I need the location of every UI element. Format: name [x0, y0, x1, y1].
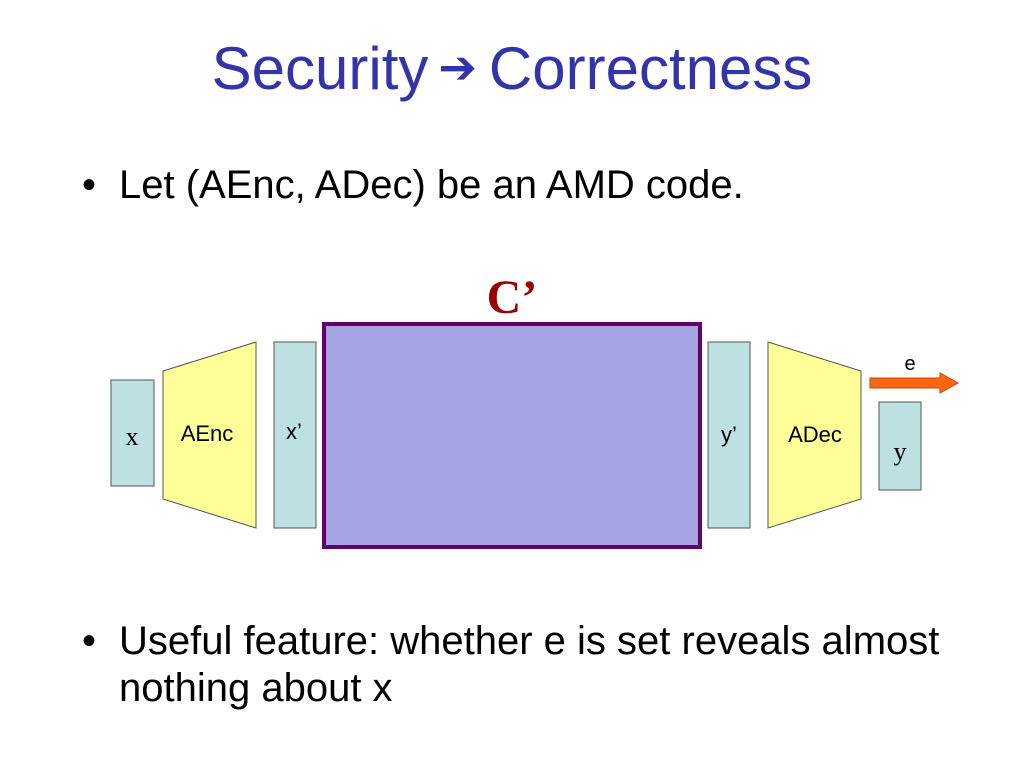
channel-label: C’: [487, 271, 538, 324]
bullet-icon: •: [82, 163, 97, 207]
title-left: Security: [211, 35, 429, 102]
bullet-item: • Useful feature: whether e is set revea…: [82, 618, 962, 712]
encoded-label: x’: [286, 419, 302, 444]
received-label: y’: [721, 422, 737, 447]
slide-title: Security➔Correctness: [0, 34, 1024, 103]
encoded-box: [273, 341, 317, 529]
encoder-shape: [162, 341, 257, 529]
output-box: [878, 401, 922, 491]
decoder-label: ADec: [788, 422, 842, 447]
channel-box: [322, 322, 702, 549]
output-label: y: [894, 437, 907, 466]
bullet-text: Useful feature: whether e is set reveals…: [119, 619, 940, 710]
right-arrow-icon: ➔: [438, 40, 477, 94]
received-box: [707, 341, 751, 529]
bullet-item: • Let (AEnc, ADec) be an AMD code.: [82, 162, 962, 209]
input-label: x: [126, 422, 139, 451]
bullet-icon: •: [82, 619, 97, 663]
error-arrow-icon: [869, 372, 960, 394]
error-flag-label: e: [904, 353, 915, 375]
decoder-shape: [767, 341, 862, 529]
input-box: [110, 379, 155, 487]
encoder-label: AEnc: [181, 421, 234, 446]
title-right: Correctness: [488, 35, 813, 102]
bullet-text: Let (AEnc, ADec) be an AMD code.: [119, 163, 744, 207]
